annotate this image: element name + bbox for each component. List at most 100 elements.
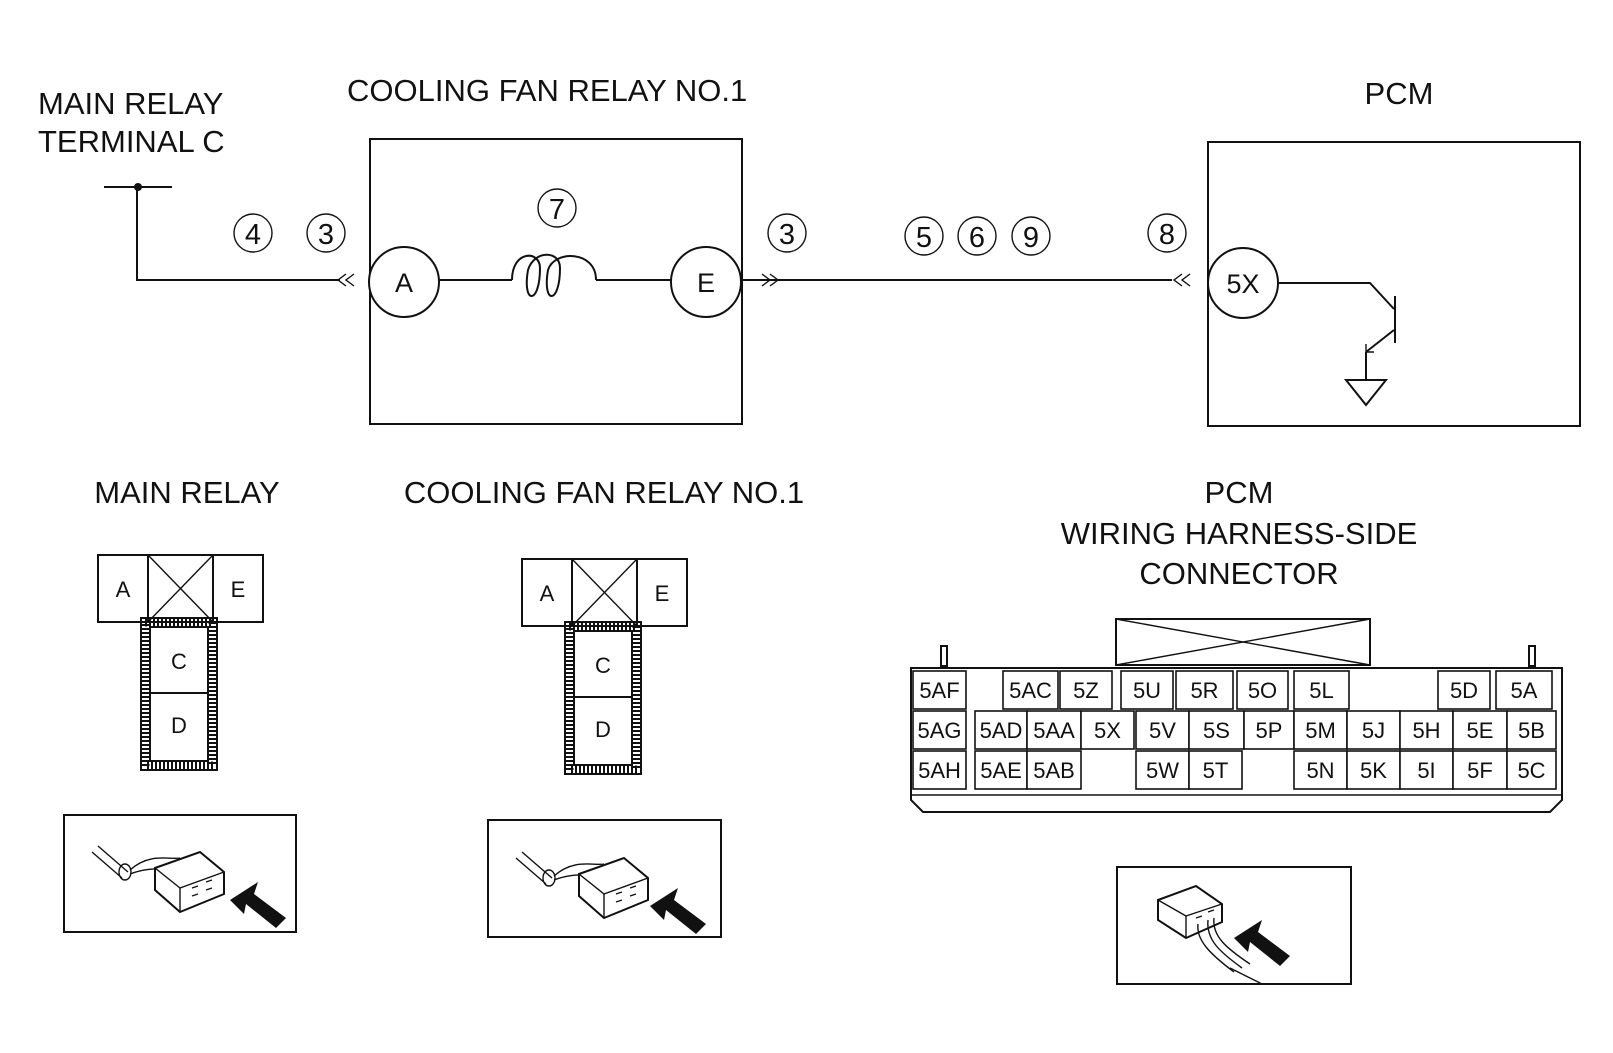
step-marker-6: 6 [957, 216, 997, 256]
pcm-pin-cell [1506, 710, 1557, 750]
pcm-pin-cell [1293, 670, 1350, 710]
arrow-icon [1234, 920, 1290, 966]
step-marker-7: 7 [537, 188, 577, 228]
main-relay-pin-d: D [171, 713, 187, 738]
pcm-pin-label: 5E [1467, 718, 1494, 743]
main-relay-pin-c: C [171, 649, 187, 674]
main-relay-pin-a: A [116, 577, 131, 602]
relay-coil [439, 253, 671, 297]
connector-view-illustration [487, 819, 722, 938]
pcm-pin-cell [1346, 710, 1401, 750]
connector-symbol-pcm [1172, 273, 1191, 287]
cooling-fan-relay-title: COOLING FAN RELAY NO.1 [347, 73, 747, 108]
pcm-connector-title-line3: CONNECTOR [1139, 556, 1338, 591]
main-relay-connector-title: MAIN RELAY [94, 475, 279, 510]
pcm-connector-title-line1: PCM [1205, 475, 1274, 510]
pcm-pin-cell [1236, 670, 1289, 710]
relay-terminal-a [368, 246, 440, 318]
cooling-fan-relay-pin-d: D [595, 717, 611, 742]
pcm-pin-label: 5C [1517, 758, 1545, 783]
pcm-connector-view: PCM WIRING HARNESS-SIDE CONNECTOR 5AF 5AC… [910, 475, 1563, 813]
relay-terminal-e-label: E [697, 268, 715, 298]
step-marker-3-left: 3 [306, 213, 346, 253]
pcm-pin-cell [1120, 670, 1174, 710]
pcm-pin-cell [1506, 750, 1557, 790]
wire-main-relay-to-a [136, 187, 340, 281]
pcm-pin-label: 5F [1467, 758, 1493, 783]
pcm-pin-cell [912, 710, 967, 750]
pcm-pin-label: 5B [1518, 718, 1545, 743]
svg-text:8: 8 [1159, 219, 1175, 251]
cooling-fan-relay-pin-c: C [595, 653, 611, 678]
pcm-pin-label: 5H [1412, 718, 1440, 743]
pcm-pin-label: 5A [1511, 678, 1538, 703]
step-marker-4: 4 [233, 213, 273, 253]
pcm-pin-cell [1080, 710, 1135, 750]
pcm-pin-label: 5N [1306, 758, 1334, 783]
pcm-pin-label: 5V [1149, 718, 1176, 743]
ground-icon [1343, 379, 1389, 407]
pcm-pin-label: 5S [1203, 718, 1230, 743]
circuit-schematic: MAIN RELAY TERMINAL C COOLING FAN RELAY … [38, 73, 1581, 427]
main-relay-terminal-c-label-line1: MAIN RELAY [38, 86, 223, 121]
pcm-pin-cell [1188, 750, 1243, 790]
pcm-pin-label: 5O [1248, 678, 1277, 703]
pcm-pin-label: 5AE [980, 758, 1022, 783]
connector-view-illustration [63, 814, 297, 933]
main-relay-pin-e: E [231, 577, 246, 602]
arrow-icon [230, 882, 286, 928]
pcm-pin-label: 5Z [1073, 678, 1099, 703]
pcm-pin-cell [1346, 750, 1401, 790]
pcm-pin-label: 5T [1203, 758, 1229, 783]
pcm-pin-label: 5AC [1009, 678, 1052, 703]
svg-text:3: 3 [318, 219, 334, 251]
pcm-pin-label: 5K [1360, 758, 1387, 783]
pcm-pin-label: 5AH [918, 758, 961, 783]
pcm-pin-cell [1452, 710, 1508, 750]
cooling-fan-relay-pin-a: A [540, 581, 555, 606]
step-marker-9: 9 [1011, 216, 1051, 256]
svg-text:9: 9 [1023, 222, 1039, 254]
pcm-pin-cell [1437, 670, 1491, 710]
pcm-pin-cell [1002, 670, 1059, 710]
svg-text:4: 4 [245, 219, 261, 251]
pcm-pin-cell [1243, 710, 1295, 750]
step-marker-5: 5 [904, 216, 944, 256]
svg-text:7: 7 [549, 194, 565, 226]
pcm-pin-cell [912, 670, 967, 710]
pcm-pin-cell [1175, 670, 1234, 710]
pcm-pin-cell [1059, 670, 1113, 710]
pcm-terminal-5x-label: 5X [1226, 269, 1259, 299]
pcm-connector-title-line2: WIRING HARNESS-SIDE [1061, 516, 1418, 551]
pcm-pin-cell [1188, 710, 1245, 750]
cooling-fan-relay-pin-e: E [655, 581, 670, 606]
pcm-pin-label: 5AG [917, 718, 961, 743]
pcm-pin-cell [1399, 750, 1454, 790]
pcm-connector-view-illustration [1116, 866, 1352, 985]
arrow-icon [650, 888, 706, 934]
pcm-connector-body [910, 667, 1563, 813]
pcm-pin-label: 5U [1133, 678, 1161, 703]
pcm-pin-label: 5AA [1033, 718, 1075, 743]
pcm-pin-cell [1135, 710, 1190, 750]
connector-latch [1115, 618, 1371, 666]
pcm-pin-label: 5W [1146, 758, 1179, 783]
pcm-pin-label: 5R [1190, 678, 1218, 703]
transistor-symbol [1278, 282, 1396, 380]
step-marker-8: 8 [1147, 213, 1187, 253]
pcm-pin-label: 5AB [1033, 758, 1075, 783]
pcm-pin-label: 5M [1305, 718, 1336, 743]
pcm-pin-label: 5X [1094, 718, 1121, 743]
svg-text:6: 6 [969, 222, 985, 254]
pcm-pin-cell [1495, 670, 1553, 710]
main-relay-connector-view: MAIN RELAY A E C D [63, 475, 297, 933]
pcm-pin-label: 5L [1309, 678, 1333, 703]
pcm-pin-label: 5D [1450, 678, 1478, 703]
pcm-pin-cell [974, 710, 1028, 750]
pcm-pin-label: 5AF [919, 678, 959, 703]
relay-terminal-e [670, 246, 742, 318]
pcm-pin-cell [1026, 750, 1082, 790]
cooling-fan-relay-connector-title: COOLING FAN RELAY NO.1 [404, 475, 804, 510]
